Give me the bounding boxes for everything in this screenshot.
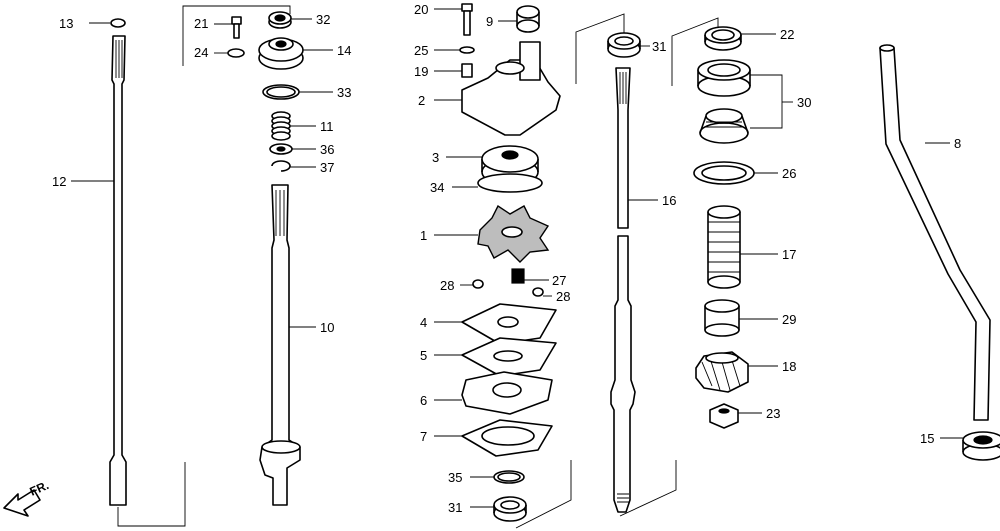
frame-bracket-col5 [671,17,719,86]
callout-21: 21 [194,16,208,31]
callout-35: 35 [448,470,462,485]
callout-13: 13 [59,16,73,31]
callout-9: 9 [486,14,493,29]
callout-6: 6 [420,393,427,408]
callout-22: 22 [780,27,794,42]
oil-seal-31-upper [607,32,650,58]
callout-18: 18 [782,359,796,374]
bearing-outer-30 [697,59,783,129]
water-tube [879,44,991,421]
callout-2: 2 [418,93,425,108]
callout-10: 10 [320,320,334,335]
collar-19 [434,63,473,78]
seal-housing [258,37,333,70]
needle-bearing-29 [704,299,778,337]
pinion-gear-18 [695,351,778,393]
frame-bracket-col4-bottom [619,460,677,517]
front-label: FR. [28,478,51,499]
vertical-shaft [259,184,316,506]
frame-bracket-top [182,5,291,66]
callout-29: 29 [782,312,796,327]
bolt-20 [434,3,473,36]
callout-23: 23 [766,406,780,421]
tapered-bearing-30 [699,101,793,144]
frame-bracket-bottom-left [117,462,186,527]
callout-32: 32 [316,12,330,27]
callout-12: 12 [52,174,66,189]
liner-6 [434,371,553,415]
pin-28-right [532,287,552,297]
circlip-37 [271,160,316,172]
callout-8: 8 [954,136,961,151]
pump-case [434,41,561,136]
callout-5: 5 [420,348,427,363]
spring-11 [271,111,316,141]
callout-36: 36 [320,142,334,157]
shim-26 [693,161,778,185]
callout-25: 25 [414,43,428,58]
callout-28-right: 28 [556,289,570,304]
sleeve-17 [707,205,778,289]
impeller [434,204,550,263]
callout-30: 30 [797,95,811,110]
gasket-4 [434,303,557,345]
frame-bracket-col4 [575,13,625,84]
washer-24 [214,48,245,58]
callout-4: 4 [420,315,427,330]
frame-bracket-col3 [515,460,572,529]
oil-seal-32 [268,11,312,29]
grommet-15 [940,431,1000,461]
callout-37: 37 [320,160,334,175]
pump-bolt [214,16,242,39]
o-ring-34 [452,173,543,193]
callout-15: 15 [920,431,934,446]
callout-11: 11 [320,119,334,134]
grommet-9 [498,5,540,33]
impeller-plate-3 [446,145,539,186]
callout-31-upper: 31 [652,39,666,54]
callout-33: 33 [337,85,351,100]
washer-25 [434,46,475,54]
callout-31-lower: 31 [448,500,462,515]
drive-shaft-lower [610,235,636,513]
nut-23 [709,403,762,429]
front-arrow-icon [3,489,41,517]
callout-3: 3 [432,150,439,165]
oil-seal-31-lower [470,496,527,522]
callout-19: 19 [414,64,428,79]
callout-27: 27 [552,273,566,288]
callout-16: 16 [662,193,676,208]
shift-shaft [71,35,127,506]
callout-17: 17 [782,247,796,262]
callout-26: 26 [782,166,796,181]
plate-5 [434,337,557,377]
callout-24: 24 [194,45,208,60]
drive-shaft-upper [615,67,658,229]
callout-28-left: 28 [440,278,454,293]
key-27 [511,268,549,284]
callout-34: 34 [430,180,444,195]
callout-20: 20 [414,2,428,17]
o-ring-35 [470,470,525,484]
shift-shaft-clip [89,18,126,28]
pin-28-left [460,279,484,289]
washer-36 [269,143,316,155]
callout-labels: FR. 13 12 21 24 32 14 33 11 36 37 10 20 … [28,2,962,515]
bearing-race-22 [704,26,776,51]
gasket-7 [434,419,553,457]
o-ring-33 [262,84,333,100]
callout-7: 7 [420,429,427,444]
callout-14: 14 [337,43,351,58]
callout-1: 1 [420,228,427,243]
